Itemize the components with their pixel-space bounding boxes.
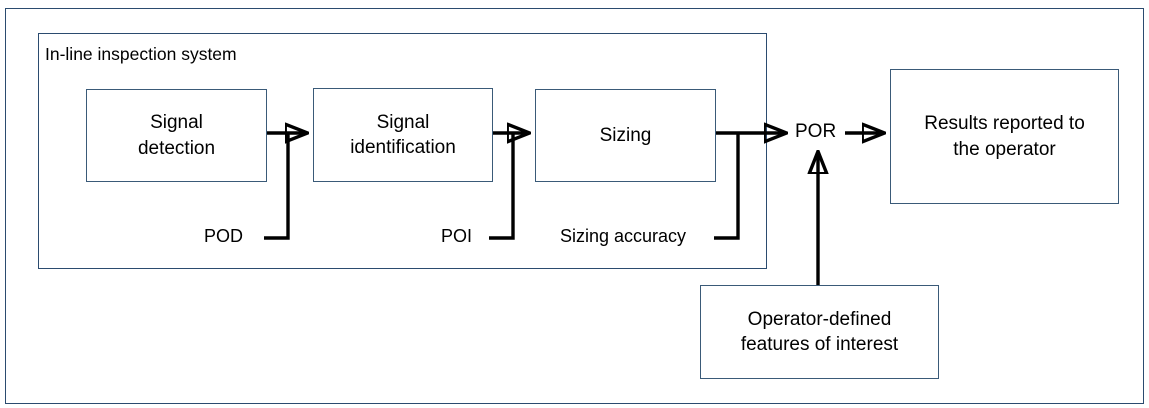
node-results-reported[interactable]: Results reported to the operator: [890, 69, 1119, 204]
edge-label-pod: POD: [204, 226, 244, 246]
node-signal-detection-label: Signal detection: [126, 110, 227, 160]
node-results-reported-label: Results reported to the operator: [912, 111, 1097, 161]
node-sizing[interactable]: Sizing: [535, 89, 716, 182]
node-operator-defined-features-label: Operator-defined features of interest: [729, 307, 910, 357]
edge-label-por: POR: [795, 121, 837, 142]
node-sizing-label: Sizing: [599, 124, 652, 146]
edge-label-sizing-accuracy: Sizing accuracy: [560, 226, 687, 246]
node-results-reported-line1: Results reported to: [924, 113, 1085, 135]
node-results-reported-line2: the operator: [953, 138, 1056, 160]
outer-frame-border: [5, 8, 1144, 404]
node-operator-defined-features[interactable]: Operator-defined features of interest: [700, 285, 939, 379]
node-signal-detection-line1: Signal: [150, 112, 203, 134]
in-line-inspection-system-title: In-line inspection system: [45, 44, 237, 64]
node-signal-identification-label: Signal identification: [338, 110, 468, 160]
node-signal-identification-line1: Signal: [376, 111, 430, 133]
node-operator-defined-features-line2: features of interest: [740, 334, 899, 355]
in-line-inspection-system-frame: [38, 33, 767, 269]
node-signal-detection[interactable]: Signal detection: [86, 89, 267, 182]
node-signal-identification-line2: identification: [350, 137, 456, 158]
node-signal-detection-line2: detection: [137, 137, 216, 159]
node-signal-identification[interactable]: Signal identification: [313, 88, 493, 182]
node-operator-defined-features-line1: Operator-defined: [747, 308, 892, 330]
edge-label-poi: POI: [441, 226, 473, 246]
